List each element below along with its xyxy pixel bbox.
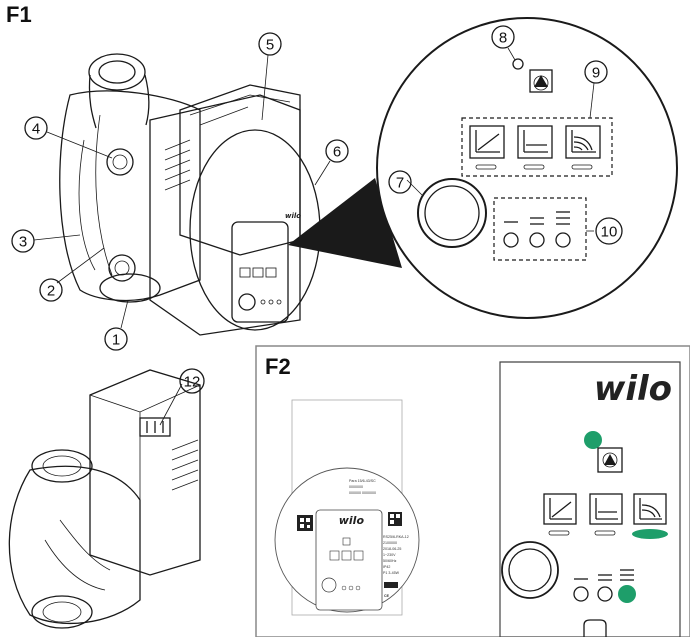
zoom-wedge (288, 178, 402, 268)
svg-text:8: 8 (499, 30, 507, 47)
callout-5: 5 (258, 32, 282, 56)
callout-6: 6 (325, 139, 349, 163)
qr-code-left (297, 515, 313, 531)
svg-text:1: 1 (112, 332, 120, 349)
nameplate-specs: RS25/6-RKA-12 2100000 2018-06-25 1~230V … (383, 535, 409, 575)
curve-led-indicator (632, 529, 668, 539)
callout-2: 2 (39, 278, 63, 302)
svg-text:7: 7 (396, 175, 404, 192)
panel-curve-constant-speed (632, 493, 668, 539)
svg-text:000000 0000000: 000000 0000000 (349, 491, 376, 495)
svg-text:2100000: 2100000 (383, 541, 397, 545)
speed-led-2 (597, 586, 613, 602)
svg-text:RS25/6-RKA-12: RS25/6-RKA-12 (383, 535, 409, 539)
mode-led-indicator (584, 431, 602, 449)
svg-text:6: 6 (333, 144, 341, 161)
pump-illustration-bottom (8, 369, 201, 629)
speed-led-3 (618, 585, 636, 603)
svg-text:2: 2 (47, 283, 55, 300)
svg-text:5: 5 (266, 37, 274, 54)
panel-knob (501, 541, 559, 599)
nameplate-sheet: wilo Para 15/6-43/SC 0000000 000000 0000… (274, 399, 420, 616)
panel-logo: wilo (594, 369, 672, 409)
callout-9: 9 (584, 60, 608, 84)
control-panel-zoom (376, 17, 678, 319)
panel-curve-constant-pressure (589, 493, 623, 536)
svg-text:9: 9 (592, 65, 600, 82)
svg-text:2018-06-25: 2018-06-25 (383, 547, 401, 551)
curve-button-constant-pressure (517, 125, 553, 170)
callout-leaders (33, 47, 595, 426)
nameplate-logo: wilo (339, 514, 365, 527)
callouts: 1 2 3 4 5 6 7 8 9 10 12 (11, 25, 623, 394)
control-panel-detail: wilo (499, 361, 681, 637)
callout-10: 10 (595, 217, 623, 245)
pump-illustration-top: wilo (59, 53, 321, 336)
svg-text:IP42: IP42 (383, 565, 390, 569)
svg-text:1~230V: 1~230V (383, 553, 396, 557)
callout-8: 8 (491, 25, 515, 49)
svg-text:CE: CE (384, 594, 390, 598)
callout-7: 7 (388, 170, 412, 194)
callout-3: 3 (11, 229, 35, 253)
svg-text:3: 3 (19, 234, 27, 251)
svg-text:4: 4 (32, 121, 40, 138)
svg-text:50/60Hz: 50/60Hz (383, 559, 397, 563)
qr-code-right (388, 512, 402, 526)
figure-label-f1: F1 (6, 2, 32, 27)
speed-led-1 (573, 586, 589, 602)
pump-logo-small: wilo (285, 212, 301, 220)
f2-frame (255, 345, 690, 637)
figure-label-f2: F2 (265, 354, 291, 379)
callout-1: 1 (104, 327, 128, 351)
curve-button-constant-speed (565, 125, 601, 170)
callout-4: 4 (24, 116, 48, 140)
curve-button-variable-pressure (469, 125, 505, 170)
nameplate-product: Para 15/6-43/SC (349, 479, 376, 483)
svg-text:10: 10 (601, 224, 618, 241)
panel-curve-variable-pressure (543, 493, 577, 536)
svg-text:0000000: 0000000 (349, 485, 363, 489)
svg-text:P1 3-45W: P1 3-45W (383, 571, 400, 575)
mode-button (597, 447, 623, 473)
